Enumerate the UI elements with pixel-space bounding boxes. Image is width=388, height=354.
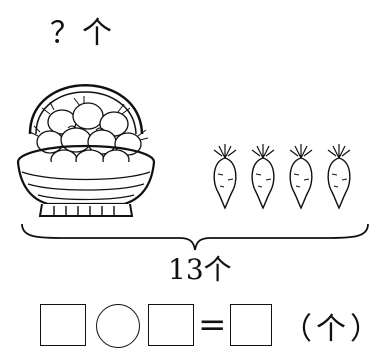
radish-icon [213, 144, 237, 210]
answer-box-first-number[interactable] [40, 304, 86, 346]
basket-with-radishes-illustration [16, 84, 156, 217]
total-count-label: 13个 [168, 253, 232, 286]
radish-icon [289, 144, 313, 210]
answer-box-result[interactable] [230, 304, 272, 346]
unit-label: （个） [282, 312, 384, 347]
total-brace [21, 223, 369, 251]
unknown-count-label: ？个 [50, 16, 114, 51]
radish-icon [327, 144, 351, 210]
equals-sign: = [198, 305, 227, 345]
loose-radishes-group [210, 140, 370, 210]
operator-circle[interactable] [96, 304, 140, 348]
radish-icon [251, 144, 275, 210]
answer-box-second-number[interactable] [148, 304, 194, 346]
